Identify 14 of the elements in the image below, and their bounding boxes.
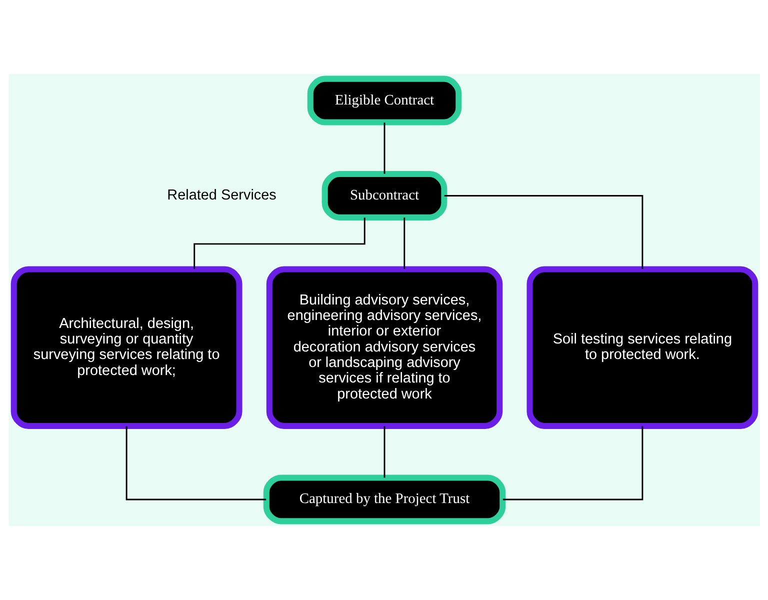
label: Related Services [166, 187, 276, 204]
connector [193, 218, 365, 270]
node-box: Subcontract [321, 171, 447, 220]
node-box: Building advisory services, engineering advisory services, interior or exterior decoration advisory services or landscaping advisory services if relating to protected work [266, 266, 502, 429]
connector [383, 426, 385, 478]
connector [403, 218, 405, 269]
connector [383, 122, 385, 174]
node-box: Architectural, design, surveying or quantity surveying services relating to protected work; [10, 266, 242, 429]
connector [125, 426, 266, 500]
connector [444, 195, 643, 269]
node-box: Eligible Contract [306, 76, 462, 126]
connector [502, 426, 643, 500]
node-box: Captured by the Project Trust [262, 474, 506, 524]
node-box: Soil testing services relating to protected work. [526, 266, 758, 429]
